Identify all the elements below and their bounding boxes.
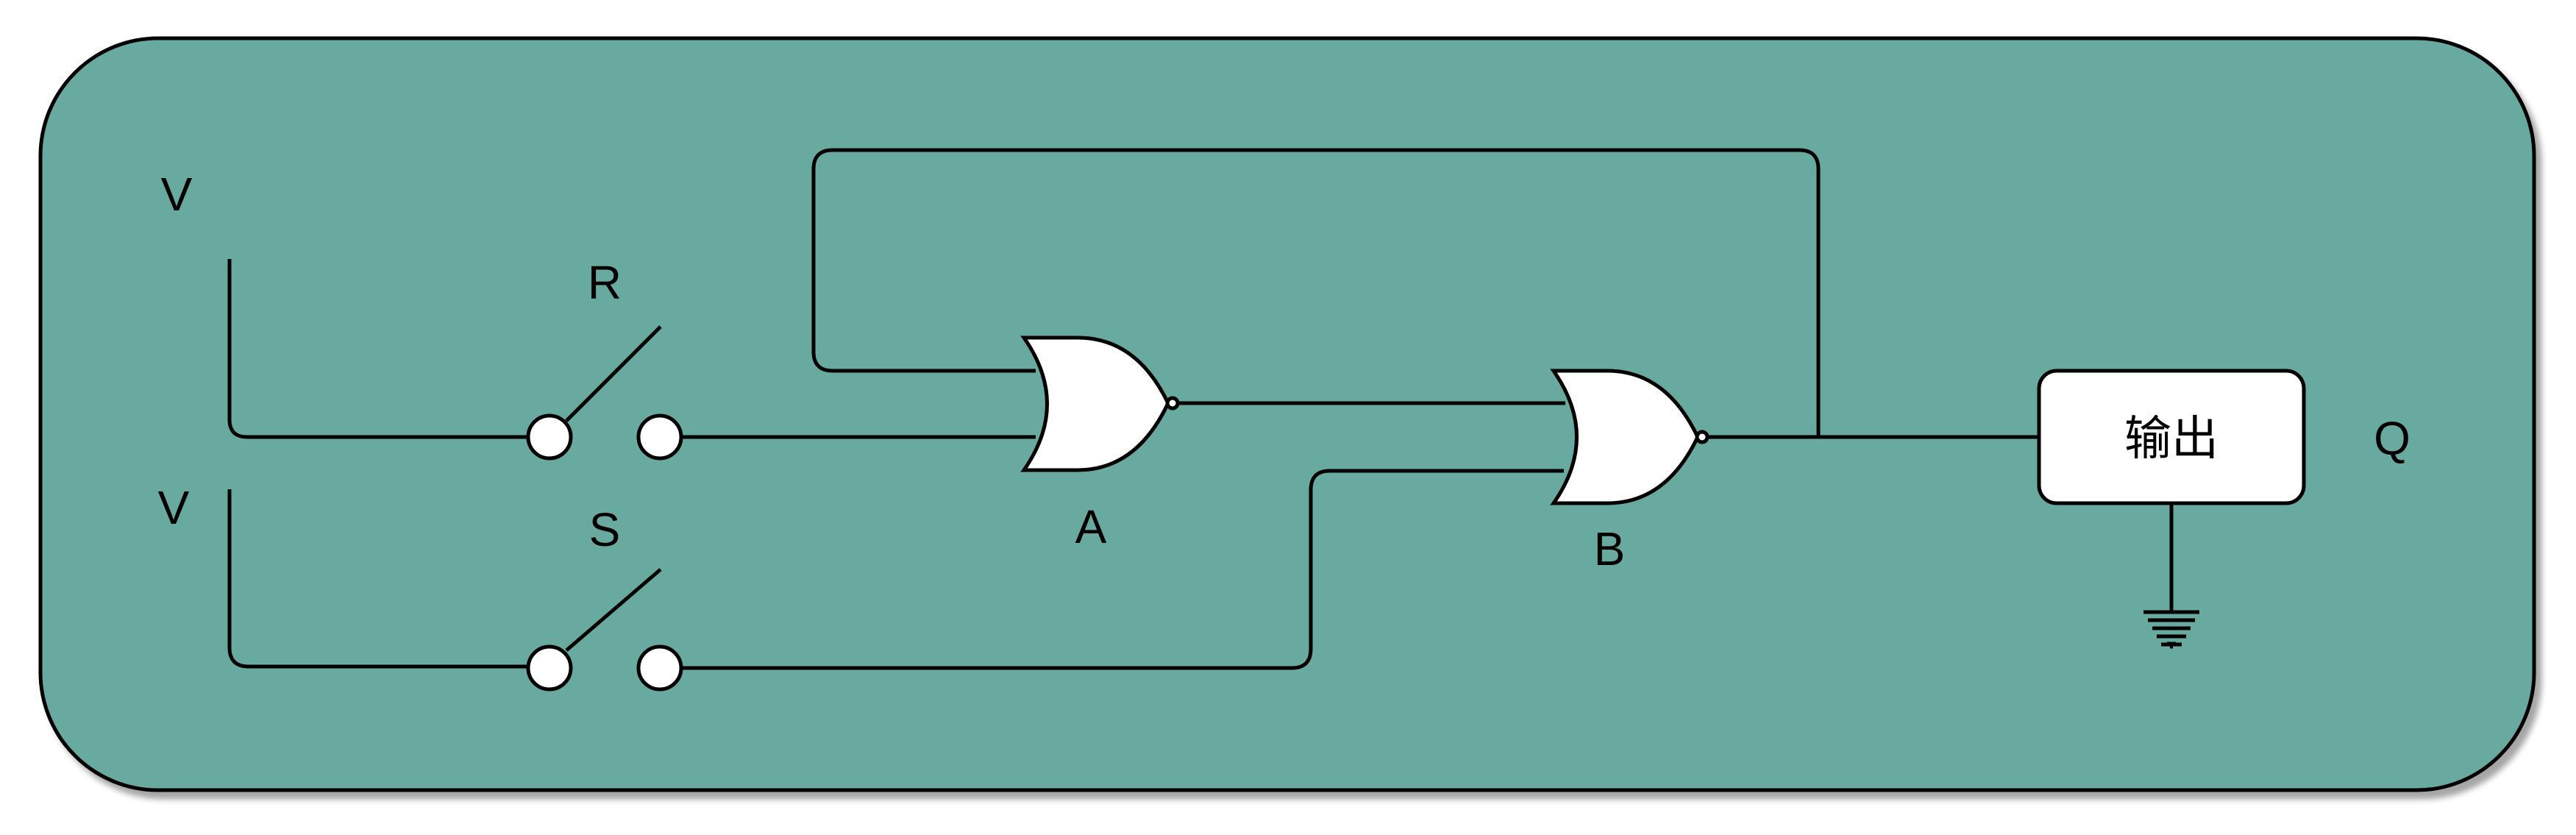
gate-b [1550, 369, 1709, 505]
switch-s-contact-left [526, 644, 573, 692]
ground-icon [2143, 610, 2199, 649]
switch-r-contact-left [526, 413, 573, 461]
switch-s-lever [565, 568, 662, 652]
supply-label-top: V [161, 168, 193, 221]
supply-label-bottom: V [158, 481, 190, 534]
gate-b-label: B [1594, 522, 1626, 575]
switch-r-label: R [588, 256, 622, 309]
wire-s-gate-b [680, 469, 1564, 670]
switch-s [526, 568, 683, 692]
wire-feedback [811, 148, 1821, 437]
switch-r-lever [565, 325, 662, 422]
gate-a-inversion-bubble [1165, 396, 1180, 411]
nor-gate-icon [1550, 369, 1700, 505]
wire-supply-r [227, 259, 531, 439]
wire-supply-s [227, 489, 531, 669]
switch-s-label: S [589, 503, 621, 556]
gate-b-inversion-bubble [1695, 430, 1709, 444]
switch-r [526, 325, 683, 461]
output-box-label: 输出 [2124, 412, 2219, 466]
gate-a-label: A [1075, 500, 1107, 553]
gate-a [1020, 335, 1180, 472]
switch-r-contact-right [636, 413, 683, 461]
output-box [2037, 369, 2306, 505]
switch-s-contact-right [636, 644, 683, 692]
diagram-panel [38, 36, 2536, 792]
output-q-label: Q [2374, 412, 2410, 465]
nor-gate-icon [1020, 335, 1170, 472]
